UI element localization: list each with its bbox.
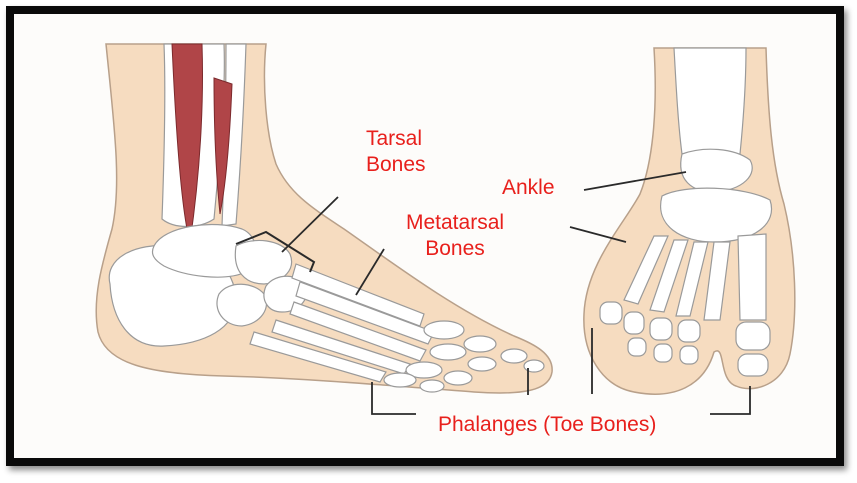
cuboid-bone [216,283,268,327]
metatarsal-label-line2: Bones [425,237,485,261]
foot-anatomy-illustration [95,43,796,415]
side-metatarsals [249,263,435,383]
phalanges-bracket-left [371,382,416,415]
top-phalanges [599,301,771,377]
muscle-tendon [213,77,233,215]
ankle-label: Ankle [502,176,555,199]
phalanges-label: Phalanges (Toe Bones) [438,413,657,436]
top-view-foot [583,47,796,395]
tarsal-label-line1: Tarsal [366,127,423,150]
top-talus [680,148,753,193]
tarsal-bones-label: Tarsal Bones [366,126,426,179]
metatarsal-label-line1: Metatarsal [406,211,505,234]
phalanges-bracket-right [710,386,751,415]
metatarsal-bones-label: Metatarsal Bones [406,210,504,263]
navicular-bone [234,239,293,285]
side-phalanges [383,320,545,393]
tarsal-label-line2: Bones [366,153,426,177]
top-tarsal [660,187,773,243]
metatarsal-top-leader [569,226,627,243]
tarsal-leader [281,196,339,253]
ankle-leader [583,171,687,191]
top-tibia [673,47,747,155]
side-view-foot [95,43,553,394]
leader-lines [281,171,751,415]
top-metatarsals [623,233,767,321]
metatarsal-side-leader [355,248,385,296]
diagram-frame: Tarsal Bones Ankle Metatarsal Bones Phal… [6,6,844,466]
tarsal-bracket [235,230,316,273]
